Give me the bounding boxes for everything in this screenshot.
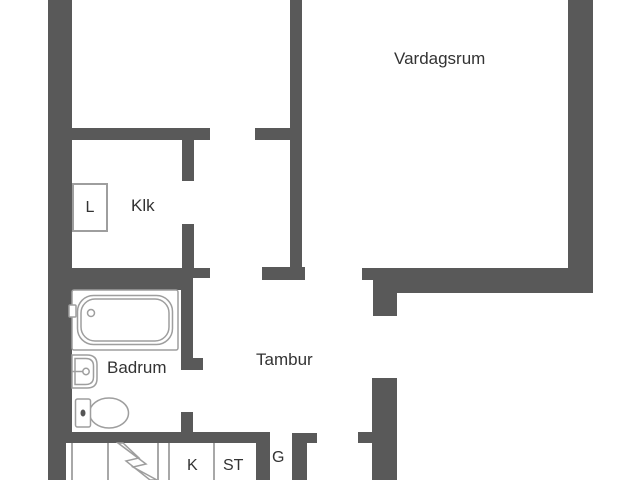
wall-segment: [568, 0, 593, 268]
wall-segment: [372, 378, 397, 480]
wall-segment: [72, 268, 210, 278]
room-label-vardagsrum: Vardagsrum: [394, 49, 486, 68]
toilet-icon: [74, 397, 130, 429]
room-label-tambur: Tambur: [256, 350, 313, 369]
wall-segment: [255, 128, 290, 140]
sink-icon: [71, 354, 98, 389]
wall-segment: [181, 278, 193, 370]
closet-label-st: ST: [223, 457, 244, 474]
wall-segment: [72, 128, 210, 140]
wall-segment: [181, 358, 203, 370]
wall-segment: [182, 224, 194, 278]
closet-label-k: K: [187, 457, 198, 474]
room-label-badrum: Badrum: [107, 358, 167, 377]
wall-segment: [72, 278, 193, 290]
partition-line: [157, 443, 159, 480]
wall-segment: [373, 268, 593, 293]
wall-segment: [292, 433, 307, 480]
wall-segment: [72, 432, 270, 443]
wall-segment: [290, 0, 302, 277]
zigzag-break-icon: [115, 442, 158, 480]
closet-l-label: L: [85, 198, 95, 216]
partition-line: [71, 443, 73, 480]
closet-label-g: G: [272, 449, 285, 466]
wall-segment: [48, 443, 66, 480]
wall-segment: [48, 0, 72, 443]
closet-l-box: L: [72, 183, 108, 232]
wall-segment: [256, 432, 270, 480]
wall-segment: [182, 140, 194, 181]
partition-line: [107, 443, 109, 480]
bathtub-icon: [68, 289, 179, 351]
partition-line: [168, 443, 170, 480]
room-label-klk: Klk: [131, 196, 155, 215]
wall-segment: [373, 293, 397, 316]
wall-segment: [181, 412, 193, 432]
wall-segment: [362, 268, 373, 280]
wall-segment: [262, 267, 305, 280]
partition-line: [213, 443, 215, 480]
wall-segment: [358, 432, 372, 443]
